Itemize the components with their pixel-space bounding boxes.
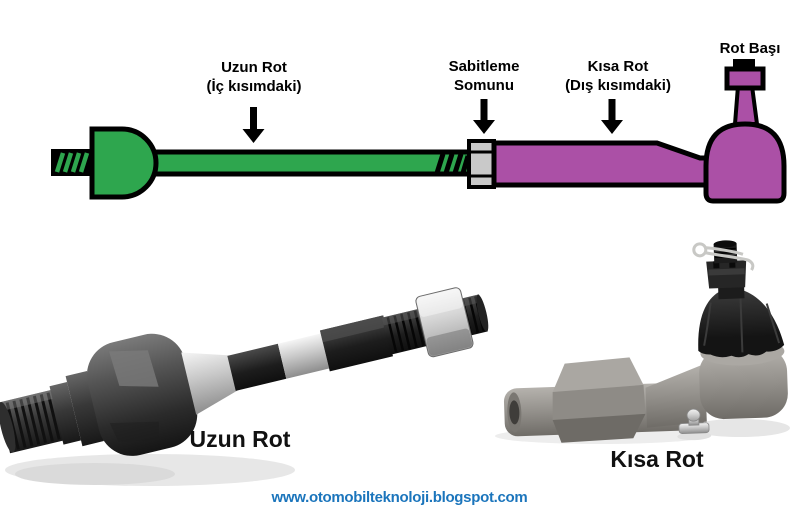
shaft-silver-band bbox=[277, 333, 330, 379]
rod-end-castle-nut bbox=[724, 66, 766, 91]
label-lock-nut-line1: Sabitleme bbox=[448, 58, 520, 75]
long-rod-end-threads bbox=[434, 153, 471, 174]
short-rod-shaft bbox=[491, 140, 727, 188]
cotter-pin bbox=[692, 242, 755, 271]
label-rod-end: Rot Başı bbox=[719, 40, 781, 57]
long-rod-ball-housing bbox=[89, 126, 159, 200]
stud-highlight bbox=[0, 389, 54, 412]
castle-nut bbox=[706, 260, 747, 289]
housing-wrench-flat bbox=[109, 350, 159, 387]
outer-tie-rod-photo bbox=[495, 240, 790, 444]
long-rod-thread-stub bbox=[51, 149, 93, 176]
label-long-rod-line2: (İç kısımdaki) bbox=[206, 78, 302, 95]
caption-outer-tie-rod: Kısa Rot bbox=[610, 446, 704, 472]
stud-threads bbox=[5, 392, 61, 450]
stud-end-face bbox=[0, 401, 16, 453]
thread-stripes bbox=[54, 152, 90, 173]
housing-shade bbox=[109, 421, 160, 442]
body-hex-section bbox=[552, 357, 646, 443]
rod-end-stud bbox=[732, 84, 760, 126]
label-lock-nut: Sabitleme Somunu bbox=[409, 57, 559, 95]
ball-joint-head bbox=[699, 347, 788, 420]
label-short-rod: Kısa Rot (Dış kısımdaki) bbox=[543, 57, 693, 95]
down-arrow-short-rod bbox=[601, 99, 623, 134]
jam-nut bbox=[415, 287, 474, 358]
label-short-rod-line2: (Dış kısımdaki) bbox=[565, 77, 671, 94]
label-long-rod: Uzun Rot (İç kısımdaki) bbox=[169, 58, 339, 96]
rod-end-dome bbox=[703, 121, 787, 204]
footer-url: www.otomobilteknoloji.blogspot.com bbox=[271, 489, 528, 506]
shaft-black-1 bbox=[227, 343, 287, 391]
schematic-diagram bbox=[51, 59, 787, 204]
label-short-rod-line1: Kısa Rot bbox=[587, 58, 649, 75]
long-rod-shaft bbox=[147, 149, 473, 177]
step-ring-large bbox=[65, 371, 104, 447]
photo-shadow bbox=[15, 463, 175, 485]
down-arrow-lock-nut bbox=[473, 99, 495, 134]
photo-shadow bbox=[690, 419, 790, 437]
grease-fitting bbox=[677, 408, 712, 441]
taper-collar bbox=[181, 352, 238, 415]
down-arrow-long-rod bbox=[242, 107, 265, 143]
body-bore bbox=[509, 400, 520, 425]
label-lock-nut-line2: Somunu bbox=[454, 77, 514, 94]
hex-facet-highlight bbox=[319, 315, 386, 343]
label-long-rod-line1: Uzun Rot bbox=[221, 59, 287, 76]
thread-end-face bbox=[476, 294, 489, 332]
caption-inner-tie-rod: Uzun Rot bbox=[189, 426, 291, 452]
step-ring-small bbox=[49, 382, 82, 445]
boot-ridges bbox=[703, 294, 781, 353]
inner-tie-rod-photo bbox=[0, 287, 489, 486]
